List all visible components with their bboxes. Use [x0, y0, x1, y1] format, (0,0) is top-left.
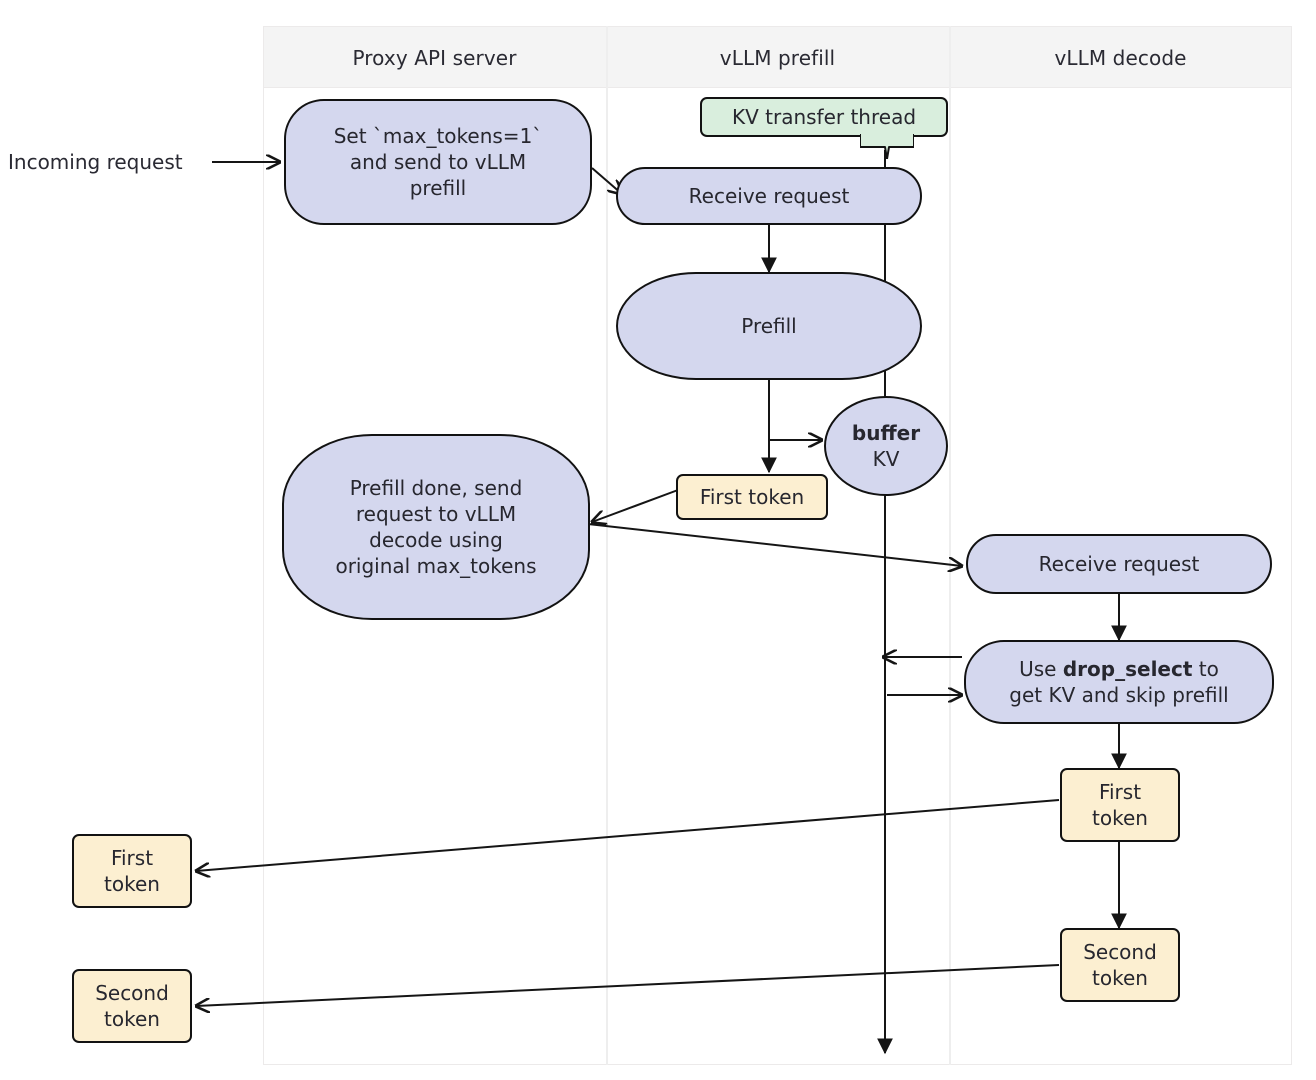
- node-buffer-kv[interactable]: buffer KV: [824, 396, 948, 496]
- lane-header-prefill: vLLM prefill: [719, 46, 836, 70]
- lane-divider-1: [606, 26, 608, 1065]
- edge-decode-first-token-to-proxy: [196, 799, 1060, 871]
- node-decode-second-token-line2: token: [1092, 966, 1148, 990]
- edge-first-token-to-prefill-done: [592, 489, 679, 522]
- node-kv-transfer-thread-label: KV transfer thread: [731, 105, 917, 129]
- incoming-request-label: Incoming request: [8, 150, 183, 174]
- node-drop-select-prefix: Use: [1019, 657, 1063, 681]
- node-decode-receive-request-label: Receive request: [1038, 552, 1200, 576]
- lane-header-decode: vLLM decode: [1054, 46, 1187, 70]
- node-prefill-done-line4: original max_tokens: [335, 554, 537, 578]
- node-prefill-prefill-label: Prefill: [741, 314, 797, 338]
- node-decode-second-token[interactable]: Second token: [1060, 928, 1180, 1002]
- node-proxy-first-token-line1: First: [110, 846, 154, 870]
- node-prefill-first-token-label: First token: [699, 485, 805, 509]
- node-set-max-tokens[interactable]: Set `max_tokens=1` and send to vLLM pref…: [284, 99, 592, 225]
- node-prefill-receive-request-label: Receive request: [688, 184, 850, 208]
- edge-prefill-done-to-decode-receive: [587, 523, 962, 566]
- node-decode-receive-request[interactable]: Receive request: [966, 534, 1272, 594]
- node-set-max-tokens-line2: and send to vLLM: [349, 150, 527, 174]
- node-proxy-first-token-line2: token: [104, 872, 160, 896]
- kv-transfer-thread-tail: [860, 133, 914, 159]
- node-proxy-second-token-line1: Second: [95, 981, 169, 1005]
- edge-decode-second-token-to-proxy: [196, 964, 1060, 1006]
- node-prefill-first-token[interactable]: First token: [676, 474, 828, 520]
- node-proxy-second-token[interactable]: Second token: [72, 969, 192, 1043]
- node-decode-second-token-line1: Second: [1083, 940, 1157, 964]
- node-prefill-done-line1: Prefill done, send: [349, 476, 523, 500]
- node-proxy-second-token-line2: token: [104, 1007, 160, 1031]
- node-prefill-done[interactable]: Prefill done, send request to vLLM decod…: [282, 434, 590, 620]
- node-kv-transfer-thread[interactable]: KV transfer thread: [700, 97, 948, 137]
- node-drop-select-suffix: to: [1192, 657, 1219, 681]
- node-decode-first-token-line1: First: [1098, 780, 1142, 804]
- lane-divider-2: [949, 26, 951, 1065]
- node-buffer-kv-line1: buffer: [851, 421, 921, 445]
- lane-header-proxy: Proxy API server: [352, 46, 517, 70]
- node-prefill-prefill[interactable]: Prefill: [616, 272, 922, 380]
- node-drop-select[interactable]: Use drop_select to get KV and skip prefi…: [964, 640, 1274, 724]
- node-decode-first-token[interactable]: First token: [1060, 768, 1180, 842]
- node-prefill-done-line2: request to vLLM: [355, 502, 517, 526]
- node-drop-select-keyword: drop_select: [1062, 657, 1193, 681]
- node-prefill-receive-request[interactable]: Receive request: [616, 167, 922, 225]
- node-set-max-tokens-line3: prefill: [409, 176, 467, 200]
- node-buffer-kv-line2: KV: [872, 447, 900, 471]
- swimlane-header-band: [263, 26, 1292, 88]
- node-decode-first-token-line2: token: [1092, 806, 1148, 830]
- node-set-max-tokens-line1: Set `max_tokens=1`: [333, 124, 543, 148]
- node-proxy-first-token[interactable]: First token: [72, 834, 192, 908]
- node-prefill-done-line3: decode using: [369, 528, 503, 552]
- node-drop-select-line2: get KV and skip prefill: [1009, 683, 1229, 707]
- node-drop-select-line1: Use drop_select to: [1009, 656, 1228, 682]
